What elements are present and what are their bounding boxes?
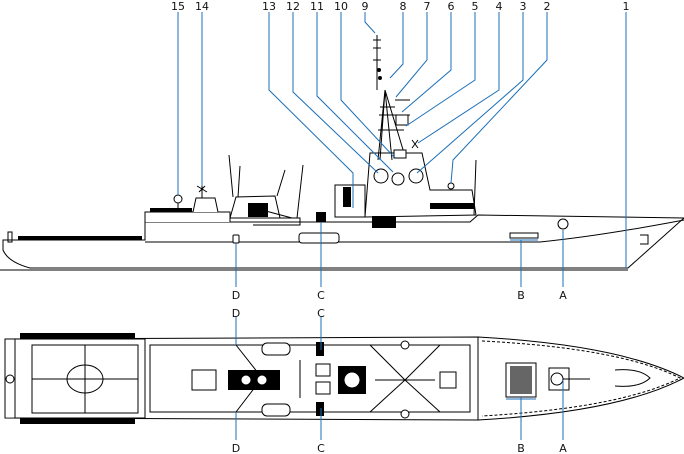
side-callout-labels: 1 2 3 4 5 6 7 8 9 10 11 12 13 14 15 A B … [171, 0, 630, 302]
callout-12: 12 [286, 0, 300, 13]
boat-c [298, 232, 340, 244]
callout-9: 9 [362, 0, 369, 13]
plan-top-label-c: C [317, 307, 325, 320]
callout-15: 15 [171, 0, 185, 13]
callout-14: 14 [195, 0, 209, 13]
callout-6: 6 [448, 0, 455, 13]
item-d [232, 234, 240, 244]
stern-deck-equipment [7, 231, 142, 243]
callout-11: 11 [310, 0, 324, 13]
side-label-d: D [232, 289, 240, 302]
callout-5: 5 [472, 0, 479, 13]
callout-2: 2 [544, 0, 551, 13]
plan-top-label-d: D [232, 307, 240, 320]
callout-13: 13 [262, 0, 276, 13]
plan-bottom-label-b: B [517, 442, 525, 454]
plan-bottom-label-c: C [317, 442, 325, 454]
plan-leaders [235, 316, 564, 440]
callout-4: 4 [496, 0, 503, 13]
callout-10: 10 [334, 0, 348, 13]
vls-b [509, 232, 539, 239]
plan-view: D C D C B A [4, 307, 684, 454]
side-view: 1 2 3 4 5 6 7 8 9 10 11 12 13 14 15 A B … [0, 0, 684, 302]
plan-bottom-label-a: A [559, 442, 567, 454]
side-label-a: A [559, 289, 567, 302]
plan-bottom-label-d: D [232, 442, 240, 454]
plan-labels: D C D C B A [232, 307, 567, 454]
radome-15 [173, 194, 183, 204]
gun-a [557, 218, 569, 230]
callout-3: 3 [520, 0, 527, 13]
side-leaders [177, 12, 627, 287]
main-mast [373, 35, 419, 161]
callout-8: 8 [400, 0, 407, 13]
callout-7: 7 [424, 0, 431, 13]
side-label-c: C [317, 289, 325, 302]
callout-1: 1 [623, 0, 630, 13]
side-label-b: B [517, 289, 525, 302]
